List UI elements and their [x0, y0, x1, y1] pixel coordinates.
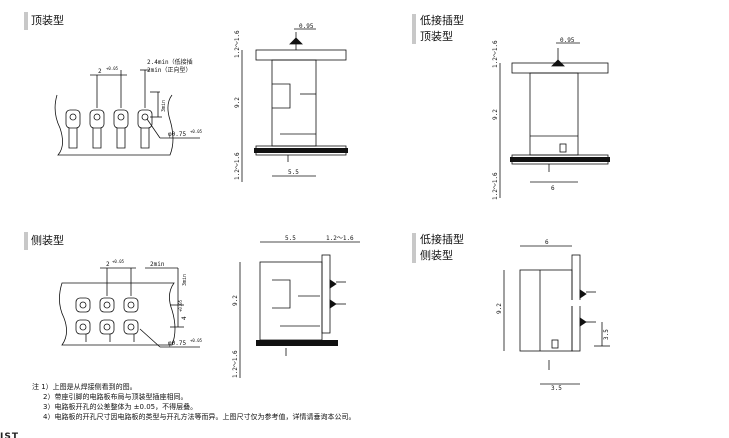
section-title: 顶装型 — [31, 14, 64, 27]
section-marker — [412, 14, 416, 44]
dim-3min: 3min — [161, 100, 167, 112]
section-marker — [412, 233, 416, 263]
dim-4-tol: +0.05 — [178, 299, 183, 312]
section-marker — [24, 12, 28, 30]
dim-pitch: 2 — [98, 68, 102, 75]
dim-min-pos: 2min（正向型） — [147, 66, 191, 74]
notes-block: 注 1）上图是从焊接侧看到的图。 2）带座引脚的电路板布局与顶装型插座相同。 3… — [32, 382, 355, 422]
dim-12-16b: 1.2～1.6 — [234, 152, 241, 180]
dim-12-16: 1.2～1.6 — [234, 30, 241, 58]
section-title-line2: 顶装型 — [420, 30, 453, 43]
dim-92: 9.2 — [496, 303, 503, 314]
dim-hole-tol: +0.05 — [190, 129, 203, 134]
dim-12-16: 1.2～1.6 — [492, 40, 499, 68]
note-line-4: 4）电路板的开孔尺寸因电路板的类型与开孔方法等而异。上图尺寸仅为参考值，详情请垂… — [43, 413, 356, 421]
note-line-1: 注 1）上图是从焊接侧看到的图。 — [32, 383, 137, 391]
dim-hole-dia: φ0.75 — [168, 131, 186, 138]
dim-hole-tol: +0.05 — [190, 338, 203, 343]
brand-logo: JST — [0, 432, 19, 438]
dim-2min: 2min — [150, 261, 165, 268]
dim-12-16b: 1.2～1.6 — [492, 172, 499, 200]
dim-12-16b: 1.2～1.6 — [232, 350, 239, 378]
dim-35: 3.5 — [603, 329, 610, 340]
section-title: 侧装型 — [31, 234, 64, 247]
section-title-line1: 低接插型 — [420, 233, 464, 246]
section-title-line2: 侧装型 — [420, 249, 453, 262]
section-marker — [24, 232, 28, 250]
dim-92: 9.2 — [492, 109, 499, 120]
dim-095: 0.95 — [299, 23, 314, 30]
note-line-2: 2）带座引脚的电路板布局与顶装型插座相同。 — [43, 393, 188, 401]
dim-4: 4 — [181, 316, 188, 320]
dim-hole-dia: φ0.75 — [168, 340, 186, 347]
dim-tol: +0.05 — [112, 259, 125, 264]
section-title-line1: 低接插型 — [420, 14, 464, 27]
dim-3min: 3min — [182, 274, 188, 286]
note-line-3: 3）电路板开孔的公差整体为 ±0.05，不得层叠。 — [43, 403, 198, 411]
dim-92: 9.2 — [232, 295, 239, 306]
dim-12-16: 1.2～1.6 — [326, 235, 354, 242]
dim-55: 5.5 — [288, 169, 299, 176]
dim-6: 6 — [551, 185, 555, 192]
dim-095: 0.95 — [560, 37, 575, 44]
dim-92: 9.2 — [234, 97, 241, 108]
dim-min-low: 2.4min（低接插 — [147, 58, 193, 66]
dim-pitch: 2 — [106, 261, 110, 268]
dim-55: 5.5 — [285, 235, 296, 242]
dim-tol: +0.05 — [106, 66, 119, 71]
dim-35b: 3.5 — [551, 385, 562, 392]
dim-6: 6 — [545, 239, 549, 246]
